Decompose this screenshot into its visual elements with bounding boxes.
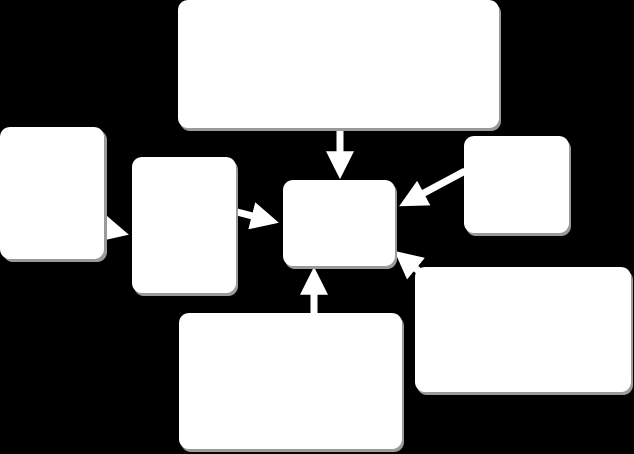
top-box <box>178 0 501 131</box>
arrow-left-inner-to-center <box>236 202 279 230</box>
arrow-right-small-to-center <box>399 167 467 207</box>
arrow-right-large-to-center <box>394 250 425 280</box>
connectors <box>98 131 467 314</box>
arrow-left-outer-to-left-inner <box>98 214 129 242</box>
left-inner-box <box>132 157 238 296</box>
center-box <box>283 180 397 269</box>
right-large-box <box>415 267 633 395</box>
bottom-box <box>179 313 404 452</box>
right-small-box <box>464 136 571 236</box>
left-outer-box <box>0 127 107 262</box>
